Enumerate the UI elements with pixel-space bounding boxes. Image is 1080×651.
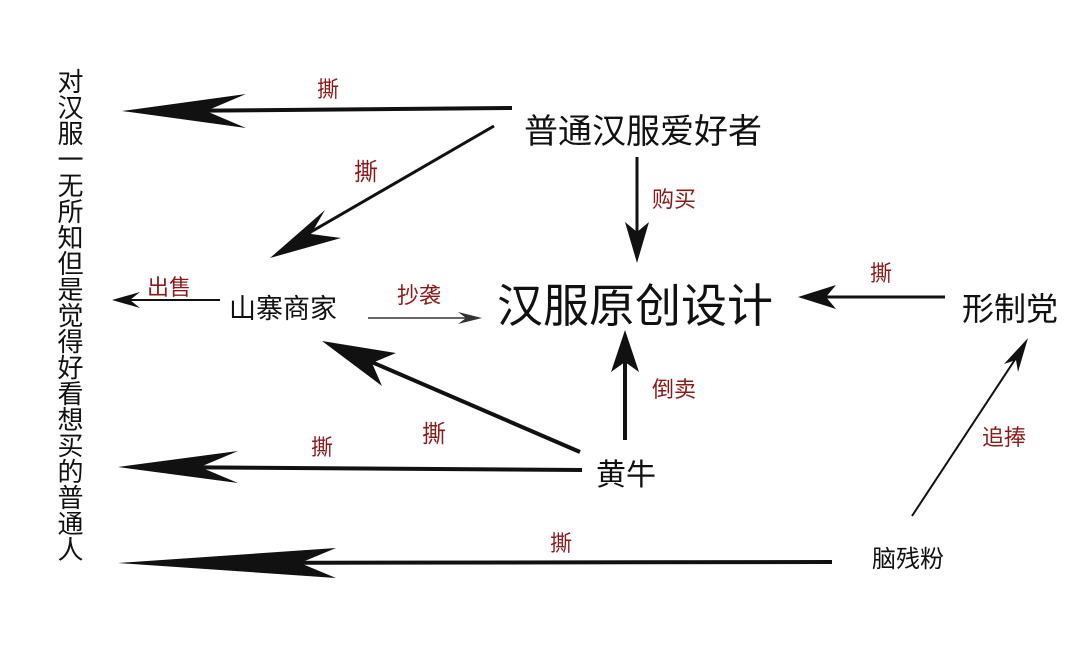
node-form-party: 形制党 xyxy=(962,290,1059,328)
label-enthusiast-to-left: 撕 xyxy=(317,78,340,103)
arrowhead-scalper-to-left xyxy=(118,451,238,483)
label-form-party-to-design: 撕 xyxy=(870,262,893,287)
label-enthusiast-to-design: 购买 xyxy=(652,188,697,213)
node-shanzhai-merchant: 山寨商家 xyxy=(229,294,337,325)
arrow-enthusiast-to-merchant xyxy=(289,124,495,246)
label-fanatic-to-form-party: 追捧 xyxy=(982,426,1027,451)
label-merchant-to-design: 抄袭 xyxy=(397,284,442,309)
arrowhead-merchant-to-left xyxy=(112,292,140,308)
node-scalper: 黄牛 xyxy=(596,458,656,493)
label-merchant-to-left: 出售 xyxy=(147,276,192,301)
arrow-scalper-to-merchant xyxy=(359,355,581,454)
arrow-enthusiast-to-left xyxy=(159,106,513,113)
arrowhead-enthusiast-to-merchant xyxy=(270,210,341,258)
arrowhead-scalper-to-design xyxy=(611,330,639,372)
label-scalper-to-left: 撕 xyxy=(311,436,334,461)
arrowhead-scalper-to-merchant xyxy=(322,341,396,386)
label-fanatic-to-left: 撕 xyxy=(550,532,573,557)
arrowhead-fanatic-to-form-party xyxy=(1004,338,1028,372)
arrow-scalper-to-left xyxy=(149,465,583,472)
node-fanatic: 脑残粉 xyxy=(872,545,944,573)
node-original-design: 汉服原创设计 xyxy=(497,279,773,333)
arrowhead-enthusiast-to-left xyxy=(122,94,246,128)
label-scalper-to-merchant: 撕 xyxy=(422,420,446,448)
arrowhead-form-party-to-design xyxy=(798,285,836,309)
label-enthusiast-to-merchant: 撕 xyxy=(354,158,378,186)
arrowhead-enthusiast-to-design xyxy=(625,222,649,263)
node-enthusiast: 普通汉服爱好者 xyxy=(524,112,762,152)
label-scalper-to-design: 倒卖 xyxy=(652,378,697,403)
node-ordinary-people: 对汉服一无所知但是觉得好看想买的普通人 xyxy=(53,68,83,562)
arrowhead-merchant-to-design xyxy=(458,312,482,324)
arrowhead-fanatic-to-left xyxy=(118,548,336,578)
arrow-fanatic-to-form-party xyxy=(911,351,1021,517)
